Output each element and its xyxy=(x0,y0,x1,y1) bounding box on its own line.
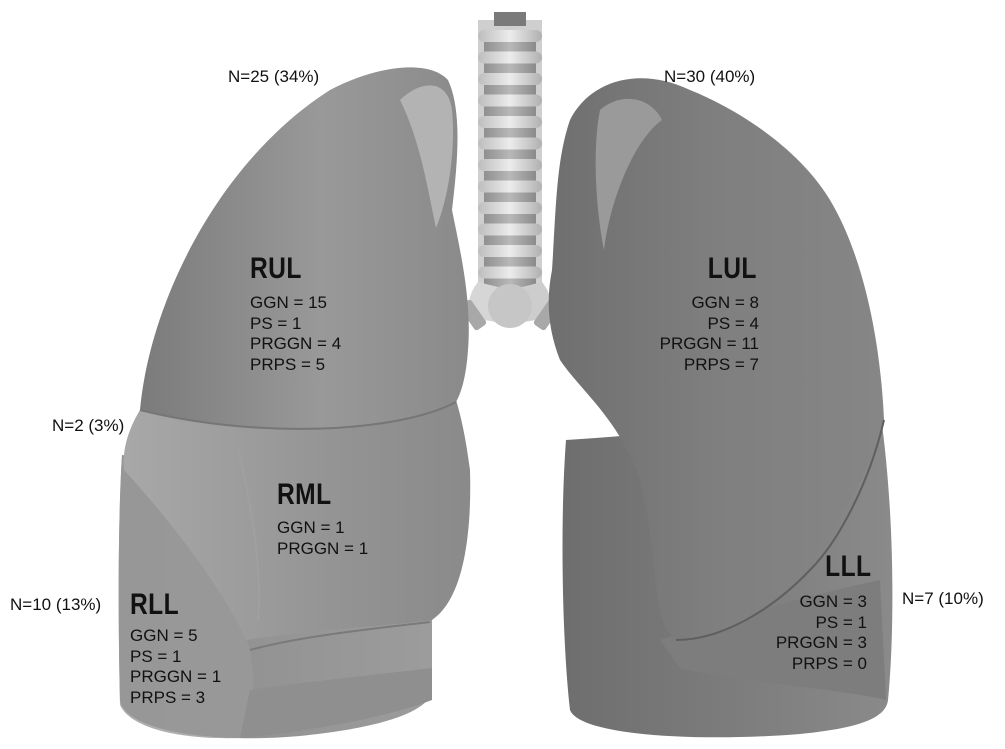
lll-stat-prggn: PRGGN = 3 xyxy=(776,633,867,654)
rll-stat-prggn: PRGGN = 1 xyxy=(130,667,221,688)
lul-stat-prggn: PRGGN = 11 xyxy=(660,334,759,355)
lll-stats: GGN = 3 PS = 1 PRGGN = 3 PRPS = 0 xyxy=(776,592,867,674)
trachea-band xyxy=(484,64,536,74)
lll-stat-prps: PRPS = 0 xyxy=(776,654,867,675)
carina xyxy=(488,284,532,328)
trachea-band xyxy=(484,107,536,117)
rul-stats: GGN = 15 PS = 1 PRGGN = 4 PRPS = 5 xyxy=(250,293,341,375)
trachea-opening xyxy=(494,12,526,26)
rll-count-label: N=10 (13%) xyxy=(10,596,101,613)
lul-stat-ggn: GGN = 8 xyxy=(660,293,759,314)
trachea-ring xyxy=(478,30,542,42)
trachea-ring xyxy=(478,224,542,236)
rml-count-label: N=2 (3%) xyxy=(52,417,124,434)
trachea-ring xyxy=(478,116,542,128)
lll-count-label: N=7 (10%) xyxy=(902,590,984,607)
lll-stat-ps: PS = 1 xyxy=(776,613,867,634)
trachea-ring xyxy=(478,159,542,171)
rll-stats: GGN = 5 PS = 1 PRGGN = 1 PRPS = 3 xyxy=(130,626,221,708)
rul-count-label: N=25 (34%) xyxy=(228,68,319,85)
rml-title: RML xyxy=(277,480,332,510)
trachea xyxy=(459,12,562,331)
rll-stat-ggn: GGN = 5 xyxy=(130,626,221,647)
lul-stats: GGN = 8 PS = 4 PRGGN = 11 PRPS = 7 xyxy=(660,293,759,375)
rml-stat-prggn: PRGGN = 1 xyxy=(277,539,368,560)
rul-title: RUL xyxy=(250,254,302,284)
trachea-rings xyxy=(478,30,542,288)
rul-stat-prps: PRPS = 5 xyxy=(250,355,341,376)
rul-stat-ps: PS = 1 xyxy=(250,314,341,335)
trachea-band xyxy=(484,128,536,138)
trachea-ring xyxy=(478,138,542,150)
trachea-band xyxy=(484,236,536,246)
rul-stat-prggn: PRGGN = 4 xyxy=(250,334,341,355)
lul-stat-prps: PRPS = 7 xyxy=(660,355,759,376)
rml-stats: GGN = 1 PRGGN = 1 xyxy=(277,518,368,559)
rll-stat-ps: PS = 1 xyxy=(130,647,221,668)
trachea-ring xyxy=(478,52,542,64)
trachea-ring xyxy=(478,245,542,257)
trachea-band xyxy=(484,85,536,95)
lul-count-label: N=30 (40%) xyxy=(664,68,755,85)
lul-title: LUL xyxy=(708,254,757,284)
trachea-ring xyxy=(478,267,542,279)
rml-stat-ggn: GGN = 1 xyxy=(277,518,368,539)
rul-stat-ggn: GGN = 15 xyxy=(250,293,341,314)
trachea-band xyxy=(484,42,536,52)
trachea-band xyxy=(484,171,536,181)
lll-stat-ggn: GGN = 3 xyxy=(776,592,867,613)
trachea-ring xyxy=(478,202,542,214)
trachea-band xyxy=(484,193,536,203)
lul-stat-ps: PS = 4 xyxy=(660,314,759,335)
trachea-ring xyxy=(478,95,542,107)
trachea-ring xyxy=(478,73,542,85)
trachea-band xyxy=(484,214,536,224)
trachea-band xyxy=(484,150,536,160)
rll-stat-prps: PRPS = 3 xyxy=(130,688,221,709)
lll-title: LLL xyxy=(825,552,871,582)
rll-title: RLL xyxy=(130,590,179,620)
trachea-band xyxy=(484,257,536,267)
trachea-ring xyxy=(478,181,542,193)
